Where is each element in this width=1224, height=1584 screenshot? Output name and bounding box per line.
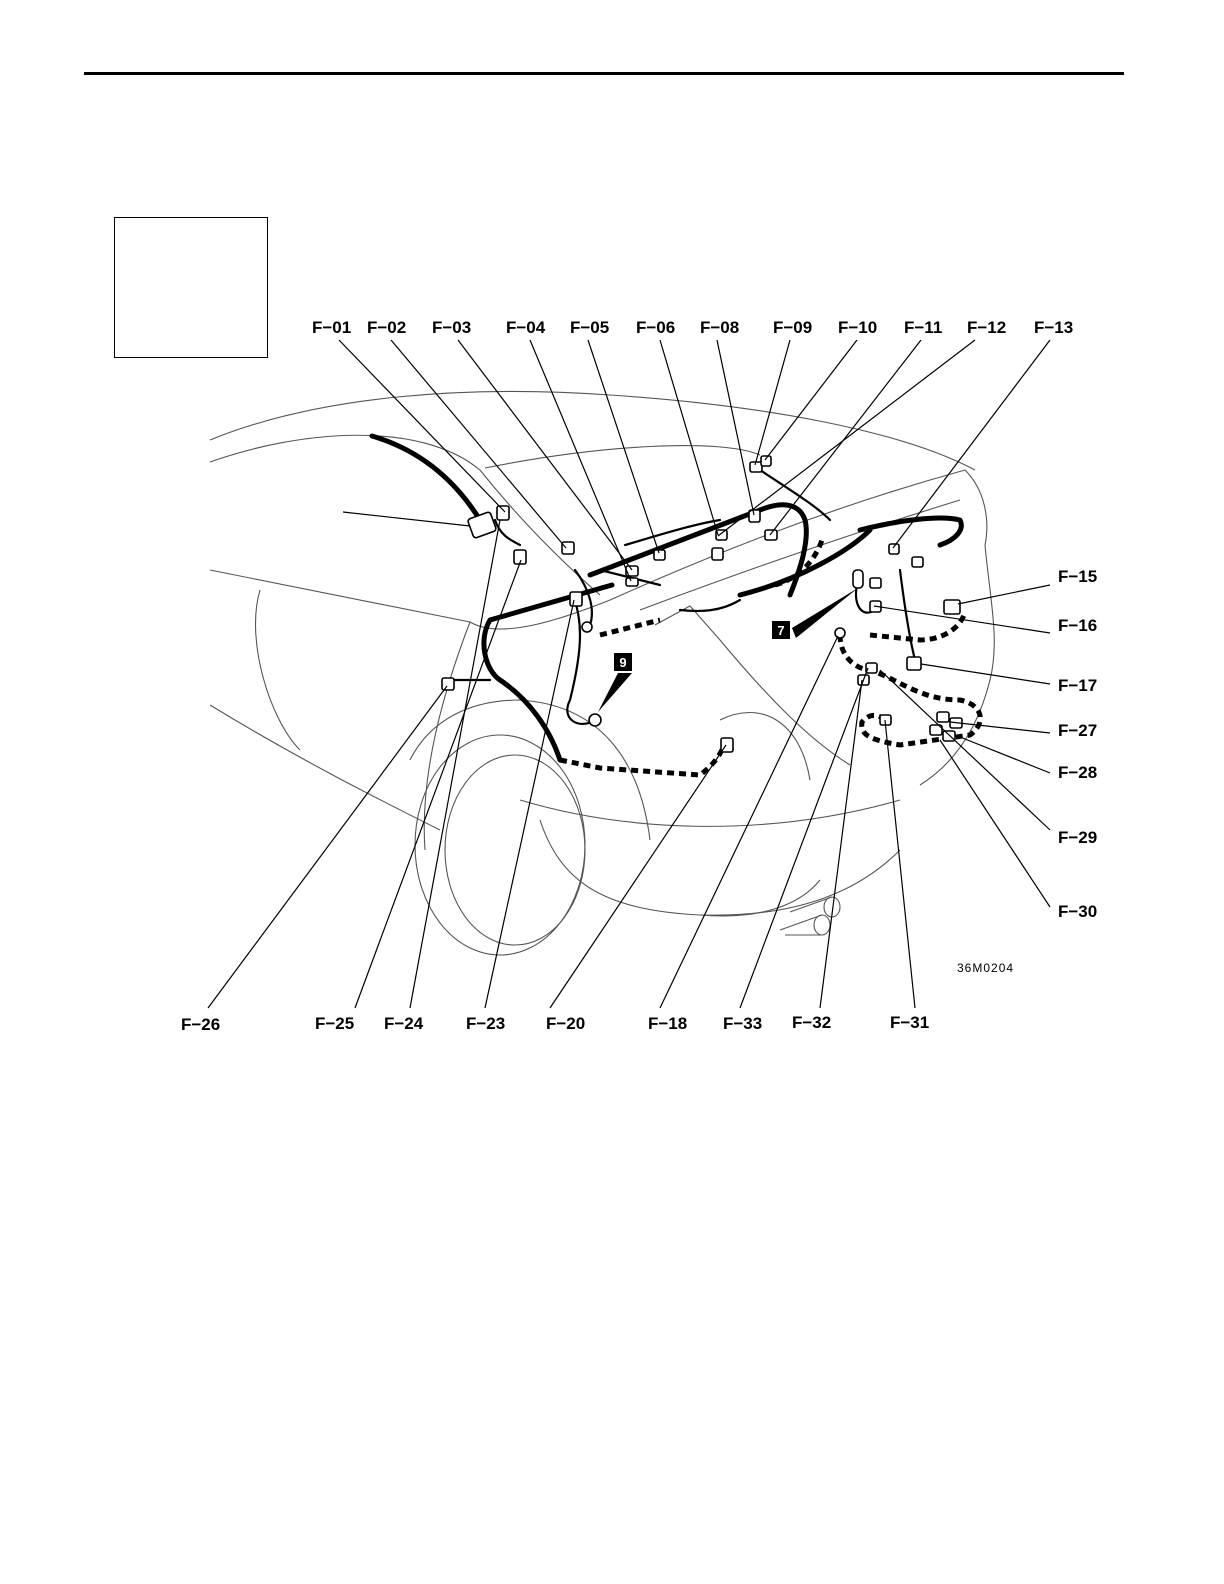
label-f25: F−25 (315, 1014, 354, 1033)
label-f28: F−28 (1058, 763, 1097, 782)
label-f24: F−24 (384, 1014, 424, 1033)
label-f05: F−05 (570, 318, 609, 337)
label-f08: F−08 (700, 318, 739, 337)
label-f13: F−13 (1034, 318, 1073, 337)
label-f30: F−30 (1058, 902, 1097, 921)
connectors (442, 456, 962, 752)
label-f23: F−23 (466, 1014, 505, 1033)
label-f15: F−15 (1058, 567, 1097, 586)
figure-code: 36M0204 (957, 961, 1014, 975)
label-f11: F−11 (904, 318, 942, 337)
svg-text:7: 7 (777, 623, 784, 638)
label-f02: F−02 (367, 318, 406, 337)
labels-bottom-row: F−26 F−25 F−24 F−23 F−20 F−18 F−33 F−32 … (181, 1013, 929, 1034)
labels-top-row: F−01 F−02 F−03 F−04 F−05 F−06 F−08 F−09 … (312, 318, 1073, 337)
label-f10: F−10 (838, 318, 877, 337)
label-f01: F−01 (312, 318, 351, 337)
label-f18: F−18 (648, 1014, 687, 1033)
label-f27: F−27 (1058, 721, 1097, 740)
label-f29: F−29 (1058, 828, 1097, 847)
label-f31: F−31 (890, 1013, 929, 1032)
callout-marker-9: 9 (598, 653, 632, 712)
label-f03: F−03 (432, 318, 471, 337)
label-f06: F−06 (636, 318, 675, 337)
label-f26: F−26 (181, 1015, 220, 1034)
labels-right-column: F−15 F−16 F−17 F−27 F−28 F−29 F−30 (1058, 567, 1097, 921)
label-f20: F−20 (546, 1014, 585, 1033)
label-f12: F−12 (967, 318, 1006, 337)
label-f17: F−17 (1058, 676, 1097, 695)
label-f33: F−33 (723, 1014, 762, 1033)
label-f16: F−16 (1058, 616, 1097, 635)
label-f09: F−09 (773, 318, 812, 337)
label-f32: F−32 (792, 1013, 831, 1032)
svg-text:9: 9 (619, 655, 626, 670)
label-f04: F−04 (506, 318, 546, 337)
